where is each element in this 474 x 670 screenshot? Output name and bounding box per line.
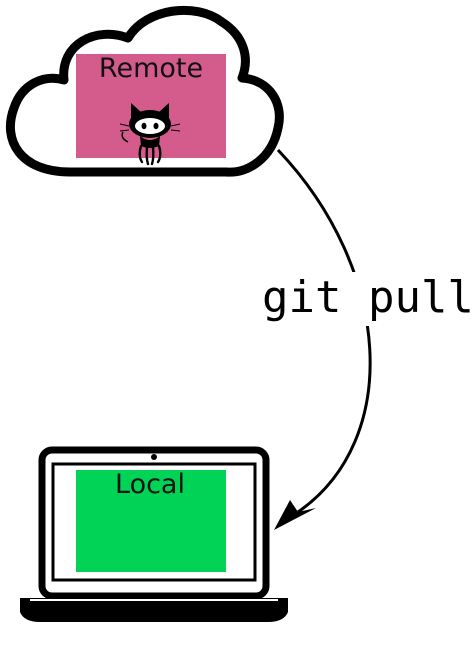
arrow-label-backdrop [256, 272, 474, 326]
remote-label: Remote [99, 53, 203, 84]
arrow-label: git pull [262, 272, 474, 323]
git-pull-arrow [274, 148, 372, 530]
github-octocat-icon [119, 103, 181, 166]
local-label: Local [115, 469, 185, 500]
local-screen [76, 470, 226, 572]
